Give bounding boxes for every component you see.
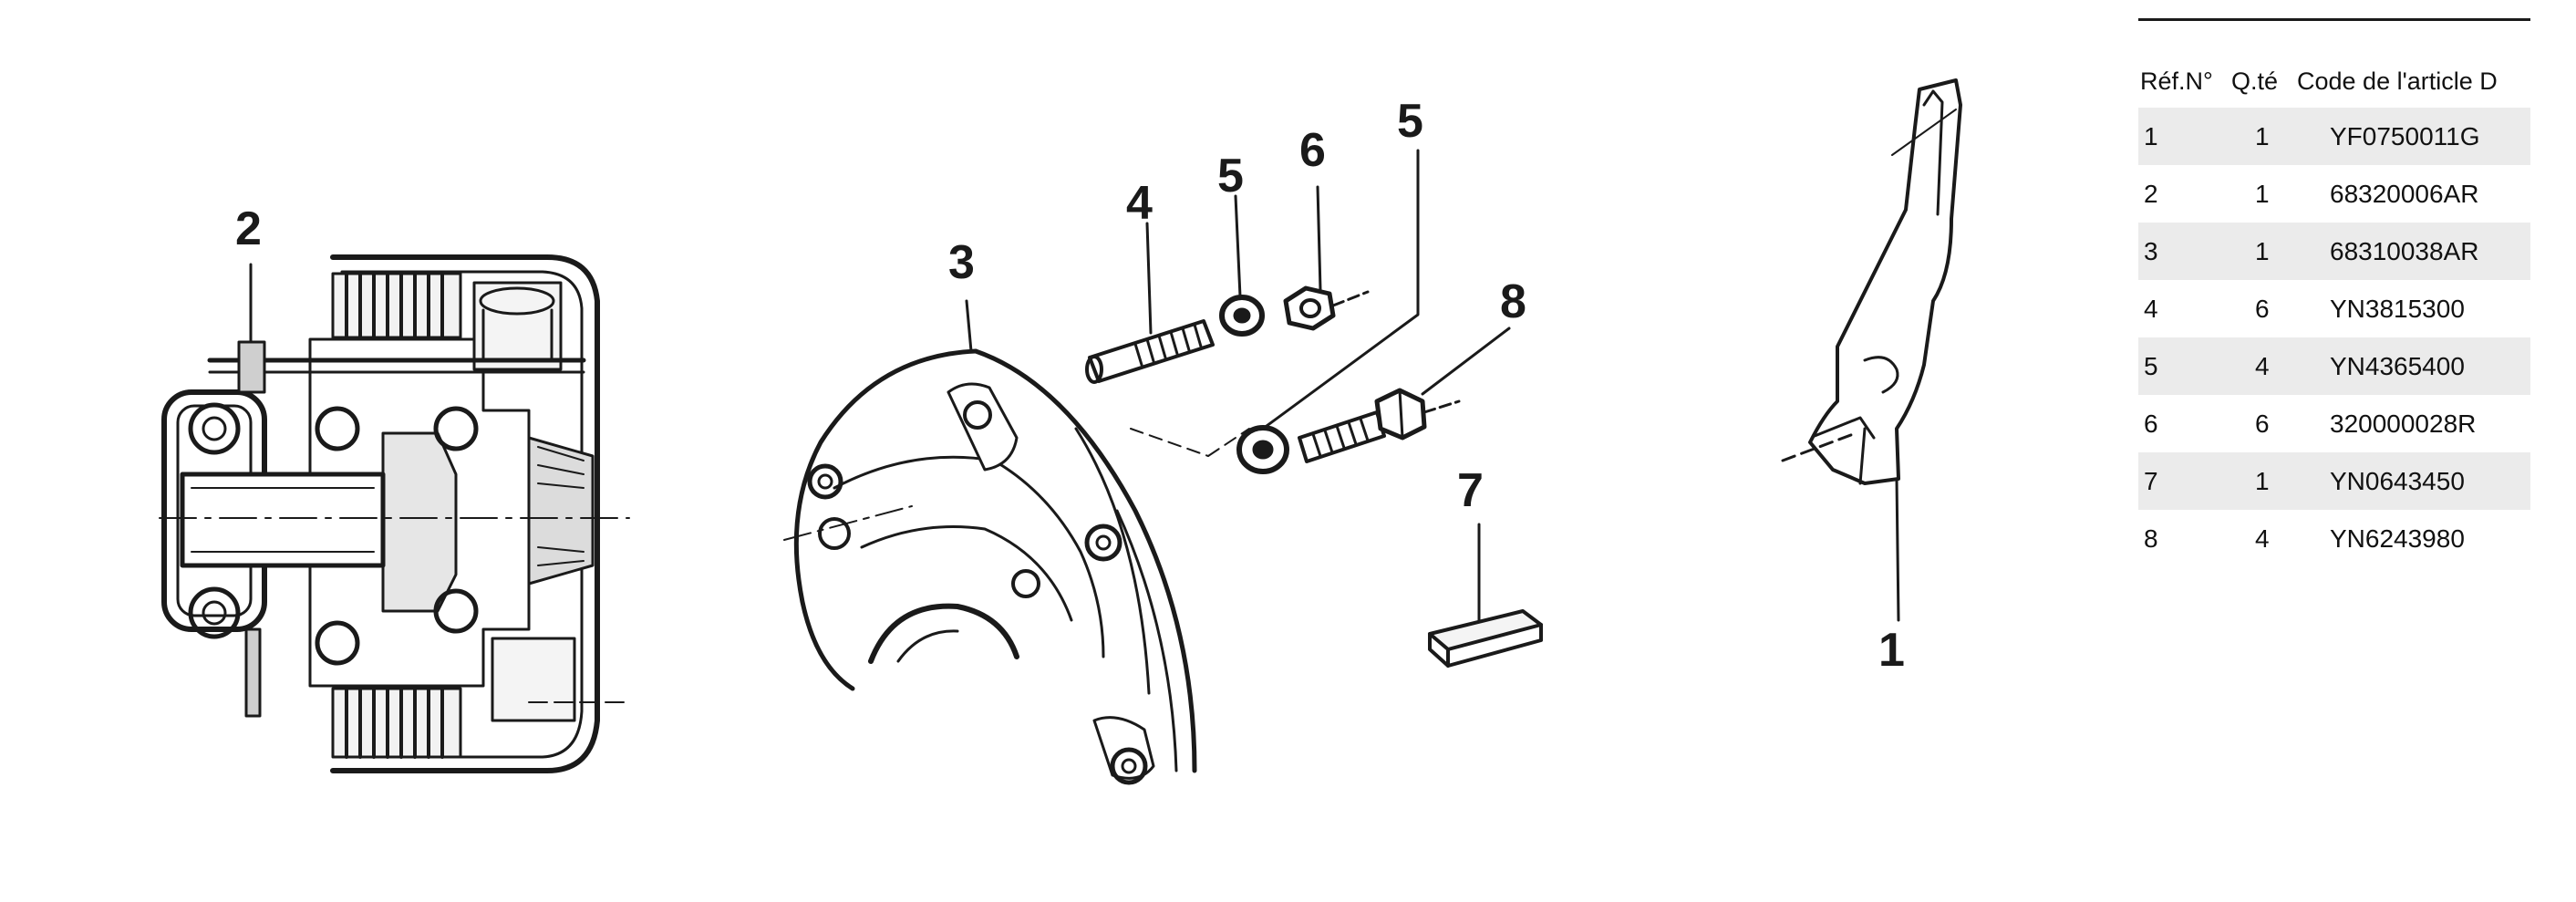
nut-part — [1283, 185, 1370, 331]
hub-flange-part — [783, 299, 1250, 785]
stud-bolt-part — [1085, 222, 1215, 384]
cell-article-code: YN6243980 — [2330, 524, 2465, 553]
callout-1: 1 — [1878, 624, 1905, 677]
callout-3: 3 — [948, 236, 975, 289]
cell-quantity: 1 — [2255, 180, 2270, 208]
table-row: 7 1 YN0643450 — [2138, 452, 2530, 510]
cell-quantity: 6 — [2255, 410, 2270, 438]
table-row: 3 1 68310038AR — [2138, 223, 2530, 280]
cell-quantity: 4 — [2255, 524, 2270, 553]
table-row: 4 6 YN3815300 — [2138, 280, 2530, 337]
cell-article-code: YF0750011G — [2330, 122, 2480, 150]
cell-ref-no: 1 — [2144, 122, 2158, 150]
exploded-parts-diagram: 2 3 4 5 6 5 8 7 1 — [159, 78, 1962, 785]
cell-article-code: YN4365400 — [2330, 352, 2465, 380]
header-article-code: Code de l'article D — [2297, 67, 2498, 95]
cell-ref-no: 5 — [2144, 352, 2158, 380]
washer-part-top — [1219, 194, 1265, 337]
cell-ref-no: 6 — [2144, 410, 2158, 438]
washer-part-bottom — [1236, 149, 1420, 474]
table-row: 8 4 YN6243980 — [2138, 510, 2530, 567]
table-top-rule — [2138, 18, 2530, 21]
cell-article-code: YN3815300 — [2330, 295, 2465, 323]
callout-5-top: 5 — [1217, 150, 1244, 202]
table-header: Réf.N° Q.té Code de l'article D — [2138, 67, 2576, 100]
cell-quantity: 1 — [2255, 122, 2270, 150]
fork-lever-part — [1781, 78, 1962, 622]
cell-ref-no: 3 — [2144, 237, 2158, 265]
cell-ref-no: 7 — [2144, 467, 2158, 495]
header-quantity: Q.té — [2231, 67, 2279, 95]
table-row: 5 4 YN4365400 — [2138, 337, 2530, 395]
clutch-assembly-section — [159, 254, 630, 773]
cell-article-code: 320000028R — [2330, 410, 2477, 438]
cell-article-code: YN0643450 — [2330, 467, 2465, 495]
parts-list-panel: Réf.N° Q.té Code de l'article D 1 1 YF0750… — [2138, 0, 2576, 902]
cell-ref-no: 8 — [2144, 524, 2158, 553]
callout-6: 6 — [1299, 124, 1326, 177]
cell-article-code: 68320006AR — [2330, 180, 2479, 208]
cell-quantity: 6 — [2255, 295, 2270, 323]
cell-quantity: 4 — [2255, 352, 2270, 380]
callout-7: 7 — [1457, 464, 1484, 517]
cell-article-code: 68310038AR — [2330, 237, 2479, 265]
cell-ref-no: 4 — [2144, 295, 2158, 323]
cell-quantity: 1 — [2255, 237, 2270, 265]
table-row: 6 6 320000028R — [2138, 395, 2530, 452]
callout-4: 4 — [1126, 177, 1153, 230]
cell-quantity: 1 — [2255, 467, 2270, 495]
hex-bolt-part — [1298, 327, 1511, 463]
header-ref-no: Réf.N° — [2140, 67, 2213, 95]
cell-ref-no: 2 — [2144, 180, 2158, 208]
key-part — [1428, 523, 1543, 668]
table-row: 2 1 68320006AR — [2138, 165, 2530, 223]
callout-5-bottom: 5 — [1397, 95, 1423, 148]
callout-8: 8 — [1500, 275, 1526, 328]
callout-2: 2 — [235, 202, 262, 255]
table-row: 1 1 YF0750011G — [2138, 108, 2530, 165]
